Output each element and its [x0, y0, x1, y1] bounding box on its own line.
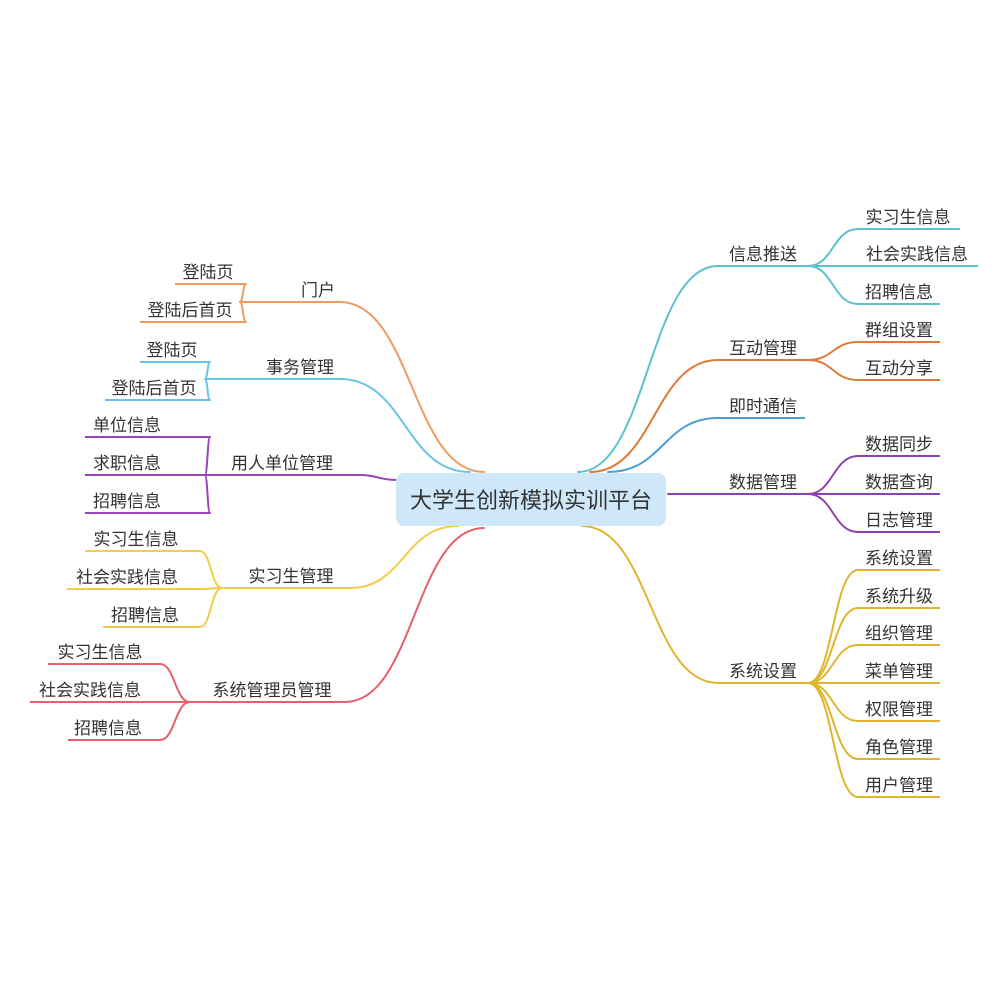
branch-node-right-3[interactable]: 数据管理	[729, 473, 797, 493]
connector-leaf-left-3-2	[199, 587, 223, 628]
connector-leaf-left-2-2	[204, 474, 211, 514]
connector-leaf-left-0-0	[239, 283, 247, 303]
connector-leaf-right-4-5	[807, 682, 859, 760]
root-node-box	[396, 473, 666, 526]
connector-leaf-left-1-1	[204, 378, 211, 401]
leaf-node-left-0-1[interactable]: 登陆后首页	[148, 301, 233, 321]
leaf-node-left-4-2[interactable]: 招聘信息	[74, 719, 142, 739]
branch-node-left-1[interactable]: 事务管理	[266, 358, 334, 378]
branch-node-left-0[interactable]: 门户	[301, 281, 335, 301]
root-node-label: 大学生创新模拟实训平台	[410, 489, 652, 514]
leaf-node-right-3-1[interactable]: 数据查询	[865, 473, 933, 493]
leaf-node-left-2-2[interactable]: 招聘信息	[93, 492, 161, 512]
connector-layer	[30, 228, 978, 798]
leaf-node-right-4-3[interactable]: 菜单管理	[865, 662, 933, 682]
connector-leaf-right-0-0	[807, 228, 859, 267]
connector-leaf-left-3-0	[199, 550, 223, 589]
leaf-node-right-4-1[interactable]: 系统升级	[865, 587, 933, 607]
connector-leaf-right-4-1	[807, 607, 859, 684]
connector-leaf-right-3-0	[807, 455, 859, 495]
leaf-node-right-1-0[interactable]: 群组设置	[865, 321, 933, 341]
connector-root-right-2	[607, 417, 719, 473]
connector-root-left-2	[359, 474, 397, 481]
leaf-node-right-0-0[interactable]: 实习生信息	[866, 208, 951, 228]
branch-node-left-3[interactable]: 实习生管理	[249, 567, 334, 587]
connector-root-left-0	[339, 301, 485, 473]
node-layer: 门户登陆页登陆后首页事务管理登陆页登陆后首页用人单位管理单位信息求职信息招聘信息…	[39, 208, 968, 796]
connector-leaf-right-1-0	[807, 341, 859, 361]
connector-leaf-right-1-1	[807, 359, 859, 381]
branch-node-left-4[interactable]: 系统管理员管理	[213, 681, 332, 701]
root-node[interactable]: 大学生创新模拟实训平台	[396, 473, 666, 526]
connector-leaf-left-0-1	[239, 301, 247, 323]
leaf-node-right-4-6[interactable]: 用户管理	[865, 776, 933, 796]
leaf-node-left-3-2[interactable]: 招聘信息	[111, 606, 179, 626]
branch-node-right-1[interactable]: 互动管理	[729, 339, 797, 359]
connector-leaf-right-0-2	[807, 265, 859, 305]
connector-root-left-3	[349, 525, 459, 589]
connector-root-right-0	[577, 265, 719, 473]
leaf-node-left-1-1[interactable]: 登陆后首页	[112, 379, 197, 399]
connector-leaf-right-4-6	[807, 682, 859, 798]
leaf-node-right-1-1[interactable]: 互动分享	[865, 359, 933, 379]
leaf-node-left-1-0[interactable]: 登陆页	[147, 341, 198, 361]
connector-root-right-1	[589, 359, 719, 473]
leaf-node-right-3-0[interactable]: 数据同步	[865, 435, 933, 455]
branch-node-left-2[interactable]: 用人单位管理	[231, 454, 333, 474]
connector-leaf-left-4-0	[159, 663, 191, 703]
connector-leaf-right-4-4	[807, 682, 859, 722]
connector-leaf-left-4-2	[159, 701, 191, 741]
connector-leaf-left-1-0	[204, 361, 211, 380]
leaf-node-left-3-0[interactable]: 实习生信息	[94, 530, 179, 550]
branch-node-right-2[interactable]: 即时通信	[729, 397, 797, 417]
leaf-node-left-3-1[interactable]: 社会实践信息	[76, 568, 178, 588]
leaf-node-right-4-4[interactable]: 权限管理	[865, 700, 933, 720]
leaf-node-right-4-5[interactable]: 角色管理	[865, 738, 933, 758]
leaf-node-left-4-0[interactable]: 实习生信息	[58, 643, 143, 663]
connector-leaf-left-2-0	[204, 436, 211, 476]
branch-node-right-0[interactable]: 信息推送	[729, 245, 797, 265]
leaf-node-left-4-1[interactable]: 社会实践信息	[39, 681, 141, 701]
connector-root-right-4	[581, 525, 719, 684]
leaf-node-right-4-0[interactable]: 系统设置	[865, 549, 933, 569]
branch-node-right-4[interactable]: 系统设置	[729, 662, 797, 682]
leaf-node-left-2-1[interactable]: 求职信息	[93, 454, 161, 474]
connector-leaf-right-4-2	[807, 644, 859, 684]
leaf-node-right-4-2[interactable]: 组织管理	[865, 624, 933, 644]
leaf-node-right-0-2[interactable]: 招聘信息	[865, 283, 933, 303]
connector-root-left-1	[339, 378, 471, 473]
connector-leaf-right-3-2	[807, 493, 859, 533]
leaf-node-right-3-2[interactable]: 日志管理	[865, 511, 933, 531]
connector-leaf-right-4-0	[807, 569, 859, 684]
leaf-node-left-0-0[interactable]: 登陆页	[183, 263, 234, 283]
leaf-node-right-0-1[interactable]: 社会实践信息	[866, 245, 968, 265]
leaf-node-left-2-0[interactable]: 单位信息	[93, 416, 161, 436]
connector-root-left-4	[344, 527, 485, 703]
